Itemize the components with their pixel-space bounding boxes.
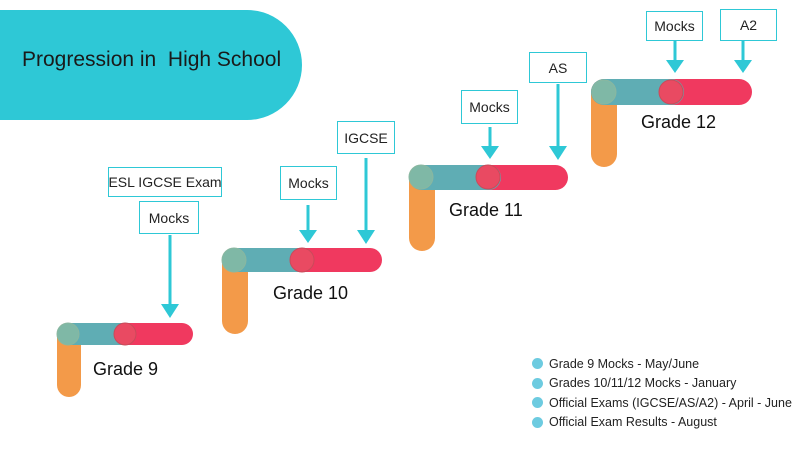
grade-10-mocks-box: Mocks: [280, 166, 337, 200]
legend-dot-icon: [532, 377, 543, 389]
grade-12-a2-box: A2: [720, 9, 777, 41]
legend-label: Grade 9 Mocks - May/June: [549, 356, 700, 371]
step-node-teal-grade-9: [56, 322, 80, 346]
step-node-teal-grade-12: [591, 79, 617, 105]
page-title: Progression in High School: [22, 48, 282, 71]
step-bar-red-grade-10: [290, 248, 382, 272]
arrow-grade-12-a2: [734, 41, 752, 73]
legend-item: Official Exam Results - August: [532, 413, 792, 433]
grade-11-label: Grade 11: [449, 200, 523, 220]
step-node-red-grade-11: [475, 164, 501, 190]
grade-12-mocks-box: Mocks: [646, 11, 703, 41]
grade-10-igcse-box: IGCSE: [337, 121, 395, 154]
arrow-grade-12-mocks: [666, 41, 684, 73]
grade-10-label: Grade 10: [273, 283, 349, 303]
legend-label: Official Exam Results - August: [549, 415, 717, 430]
step-node-red-grade-10: [289, 247, 315, 273]
step-grade-9: [56, 322, 193, 397]
legend-item: Grades 10/11/12 Mocks - January: [532, 374, 792, 394]
legend-item: Grade 9 Mocks - May/June: [532, 354, 792, 374]
step-node-red-grade-9: [113, 322, 137, 346]
step-grade-11: [408, 164, 568, 251]
grade-12-label: Grade 12: [641, 112, 717, 132]
arrow-grade-10-igcse: [357, 158, 375, 244]
step-bar-teal-grade-10: [222, 248, 314, 272]
arrow-grade-11-as: [549, 84, 567, 160]
arrow-grade-11-mocks: [481, 127, 499, 159]
step-grade-12: [591, 79, 752, 167]
arrow-grade-9-mocks: [161, 235, 179, 318]
legend-label: Grades 10/11/12 Mocks - January: [549, 376, 737, 391]
grade-9-mocks-box: Mocks: [139, 201, 199, 234]
grade-11-as-box: AS: [529, 52, 587, 83]
legend-label: Official Exams (IGCSE/AS/A2) - April - J…: [549, 395, 792, 410]
grade-9-label: Grade 9: [93, 359, 159, 379]
legend-dot-icon: [532, 416, 543, 428]
legend-dot-icon: [532, 358, 543, 370]
esl-igcse-exam-box: ESL IGCSE Exam: [108, 167, 222, 197]
legend-item: Official Exams (IGCSE/AS/A2) - April - J…: [532, 393, 792, 413]
arrow-grade-10-mocks: [299, 205, 317, 243]
grade-11-mocks-box: Mocks: [461, 90, 518, 124]
legend-dot-icon: [532, 397, 543, 409]
step-node-teal-grade-10: [221, 247, 247, 273]
step-node-teal-grade-11: [408, 164, 434, 190]
step-node-red-grade-12: [658, 79, 684, 105]
step-grade-10: [221, 247, 382, 334]
title-banner: [0, 10, 302, 120]
legend: Grade 9 Mocks - May/June Grades 10/11/12…: [532, 354, 792, 432]
